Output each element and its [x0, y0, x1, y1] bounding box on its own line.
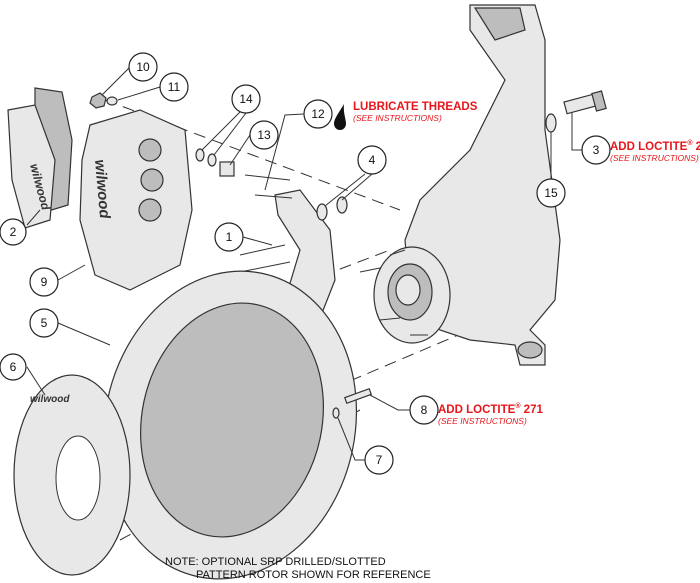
washer-11	[106, 96, 118, 106]
loctite-note-8: ADD LOCTITE® 271 (SEE INSTRUCTIONS)	[438, 401, 543, 426]
svg-text:3: 3	[593, 143, 600, 157]
brake-pads: wilwood	[7, 87, 73, 229]
rotor-note: NOTE: OPTIONAL SRP DRILLED/SLOTTED PATTE…	[165, 556, 431, 582]
note-grade: 271	[695, 140, 700, 153]
washer-14b	[207, 153, 217, 167]
svg-text:7: 7	[376, 453, 383, 467]
svg-text:1: 1	[226, 230, 233, 244]
caliper: wilwood	[79, 109, 193, 291]
callout-10: 10	[128, 52, 158, 82]
callout-13: 13	[249, 120, 279, 150]
oil-drop-icon	[334, 104, 346, 130]
callout-12: 12	[303, 99, 333, 129]
washer-4b	[336, 196, 348, 214]
callout-9: 9	[29, 267, 59, 297]
rotor	[102, 270, 358, 580]
svg-text:12: 12	[311, 107, 325, 121]
washer-14a	[195, 148, 205, 162]
svg-text:9: 9	[41, 275, 48, 289]
callout-4: 4	[357, 145, 387, 175]
hub	[359, 246, 451, 344]
note-title: ADD LOCTITE	[610, 140, 688, 153]
svg-text:13: 13	[257, 128, 271, 142]
svg-text:4: 4	[369, 153, 376, 167]
callout-6: 6	[0, 353, 27, 381]
svg-text:14: 14	[239, 92, 253, 106]
registered-mark: ®	[687, 140, 693, 147]
lubricate-threads-note: LUBRICATE THREADS (SEE INSTRUCTIONS)	[353, 101, 477, 123]
washer-15	[545, 113, 557, 133]
registered-mark: ®	[515, 403, 521, 410]
note-title: LUBRICATE THREADS	[353, 101, 478, 113]
svg-text:wilwood: wilwood	[30, 394, 70, 405]
leader-lines	[26, 66, 582, 461]
svg-text:5: 5	[41, 316, 48, 330]
note-title: ADD LOCTITE	[438, 403, 516, 416]
svg-text:wilwood: wilwood	[91, 159, 113, 220]
washer-4a	[316, 203, 328, 221]
callout-7: 7	[364, 445, 394, 475]
washer-7	[332, 407, 340, 419]
loctite-note-3: ADD LOCTITE® 271 (SEE INSTRUCTIONS)	[610, 138, 700, 163]
note-sub: (SEE INSTRUCTIONS)	[353, 113, 442, 123]
svg-text:6: 6	[10, 360, 17, 374]
callout-8: 8	[409, 395, 439, 425]
callout-1: 1	[214, 222, 244, 252]
callout-15: 15	[536, 178, 566, 208]
bolt-3	[563, 90, 607, 115]
callout-2: 2	[0, 218, 27, 246]
note-line-1: NOTE: OPTIONAL SRP DRILLED/SLOTTED	[165, 556, 386, 568]
bolt-8	[343, 387, 373, 405]
svg-text:11: 11	[168, 80, 181, 94]
svg-text:8: 8	[421, 403, 428, 417]
callout-3: 3	[581, 135, 611, 165]
svg-text:10: 10	[136, 60, 150, 74]
nut-10	[89, 92, 107, 109]
svg-text:2: 2	[10, 225, 17, 239]
note-line-2: PATTERN ROTOR SHOWN FOR REFERENCE	[196, 569, 431, 581]
rotor-hat: wilwood	[13, 374, 131, 576]
note-grade: 271	[520, 403, 543, 416]
callout-5: 5	[29, 308, 59, 338]
callout-14: 14	[231, 84, 261, 114]
note-sub: (SEE INSTRUCTIONS)	[610, 152, 699, 163]
svg-text:15: 15	[544, 186, 558, 200]
callout-11: 11	[159, 72, 189, 102]
axis-line	[104, 99, 401, 211]
note-sub: (SEE INSTRUCTIONS)	[438, 415, 527, 426]
spacer-13	[219, 161, 235, 177]
